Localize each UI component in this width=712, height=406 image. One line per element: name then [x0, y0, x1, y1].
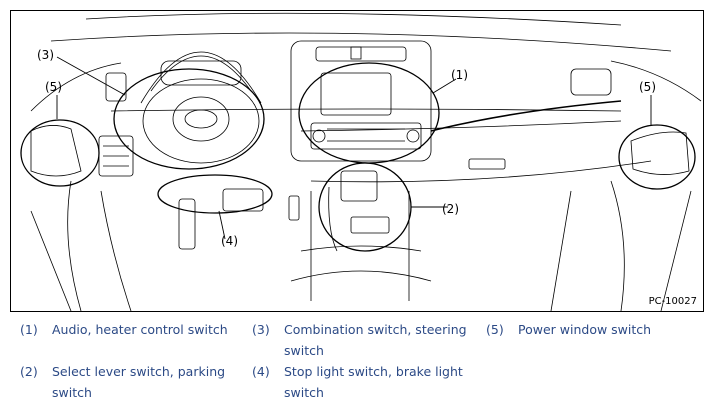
- legend-num: (5): [486, 322, 504, 337]
- steering-emblem: [184, 109, 218, 129]
- figure-code: PC-10027: [648, 296, 697, 307]
- legend-text: Combination switch, steering switch: [284, 322, 467, 358]
- right-vent: [570, 68, 612, 96]
- legend-text: Power window switch: [518, 322, 652, 337]
- dashboard-illustration: (3) (1) (2) (4) (5) (5): [20, 12, 702, 312]
- callout-circle-3: [113, 68, 265, 170]
- diagram-frame: (3) (1) (2) (4) (5) (5) PC-10027: [10, 10, 704, 312]
- callout-label-2: (2): [442, 202, 459, 216]
- legend-text: Stop light switch, brake light switch: [284, 364, 463, 400]
- legend-item-3: (3) Combination switch, steering switch: [252, 319, 482, 361]
- legend-num: (1): [20, 322, 38, 337]
- callout-label-1: (1): [451, 68, 468, 82]
- callout-label-3: (3): [37, 48, 54, 62]
- legend-num: (3): [252, 322, 270, 337]
- legend-num: (4): [252, 364, 270, 379]
- legend-item-2: (2) Select lever switch, parking switch: [20, 361, 250, 403]
- legend-item-1: (1) Audio, heater control switch: [20, 319, 250, 361]
- callout-circle-5-left: [20, 119, 100, 187]
- legend-text: Audio, heater control switch: [52, 322, 228, 337]
- callout-label-5-right: (5): [639, 80, 656, 94]
- callout-circle-4: [157, 174, 273, 214]
- legend-text: Select lever switch, parking switch: [52, 364, 226, 400]
- legend-item-5: (5) Power window switch: [486, 319, 706, 341]
- callout-label-5-left: (5): [45, 80, 62, 94]
- callout-label-4: (4): [221, 234, 238, 248]
- callout-circle-2: [318, 162, 412, 252]
- audio-screen: [320, 72, 392, 116]
- callout-circle-5-right: [618, 124, 696, 190]
- legend-item-4: (4) Stop light switch, brake light switc…: [252, 361, 482, 403]
- legend-num: (2): [20, 364, 38, 379]
- callout-circle-1: [298, 62, 440, 164]
